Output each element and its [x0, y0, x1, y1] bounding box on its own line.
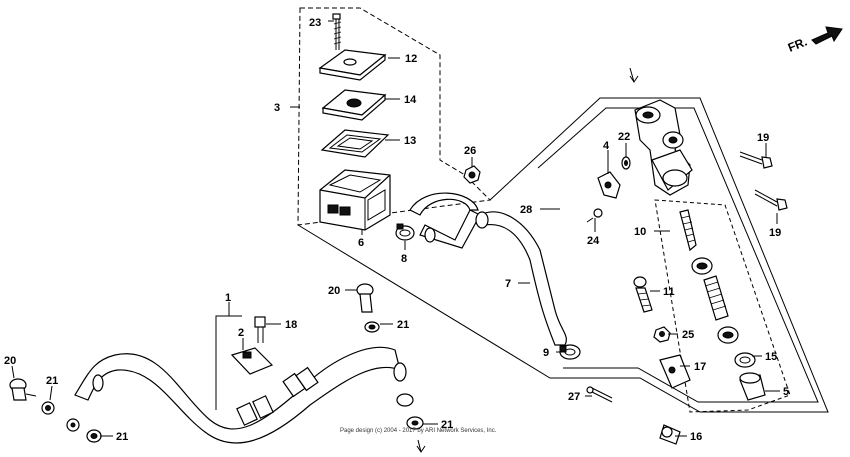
washer-21-c: [86, 429, 102, 443]
reservoir-body-6: [319, 169, 391, 231]
callout-25: 25: [682, 329, 694, 341]
callout-21-a: 21: [397, 319, 409, 331]
callout-17: 17: [694, 361, 706, 373]
callout-20-upper: 20: [328, 285, 340, 297]
diaphragm-plate-14: [321, 89, 387, 121]
washer-22: [621, 156, 631, 170]
boot-15: [734, 352, 756, 368]
callout-20-lower: 20: [4, 355, 16, 367]
bolt-18: [254, 316, 266, 343]
callout-5: 5: [783, 386, 789, 398]
clamp-2: [230, 347, 274, 375]
callout-3: 3: [274, 102, 280, 114]
nut-26: [463, 165, 481, 184]
diaphragm-13: [320, 129, 390, 158]
pin-16: [659, 424, 681, 445]
callout-19-lower: 19: [769, 227, 781, 239]
callout-labels: 23 12 14 13 3 26 6 8 22 4 19 28 24 19 10…: [4, 17, 789, 443]
callout-2: 2: [238, 327, 244, 339]
callout-27: 27: [568, 391, 580, 403]
callout-21-d: 21: [441, 419, 453, 431]
reservoir-hose-7: [409, 192, 567, 346]
callout-28: 28: [520, 204, 532, 216]
push-rod-11: [633, 276, 653, 313]
callout-21-b: 21: [46, 375, 58, 387]
brake-hose-1: [66, 346, 414, 444]
clip-8: [395, 223, 415, 241]
callout-26: 26: [464, 145, 476, 157]
washer-21-b: [41, 401, 55, 415]
master-cylinder-body: [634, 99, 693, 196]
bolt-19-lower: [754, 189, 788, 211]
nut-25: [653, 326, 671, 343]
callout-1: 1: [225, 292, 231, 304]
callout-9: 9: [543, 347, 549, 359]
washer-21-d: [406, 416, 424, 430]
front-direction-arrow: FR.: [786, 26, 843, 55]
bolt-23: [332, 13, 342, 50]
copyright-notice: Page design (c) 2004 - 2017 by ARI Netwo…: [340, 428, 497, 434]
banjo-bolt-20-upper: [356, 283, 374, 313]
callout-15: 15: [765, 351, 777, 363]
cotter-pin-27: [586, 386, 613, 403]
callout-16: 16: [690, 431, 702, 443]
reservoir-cap-12: [318, 49, 387, 81]
callout-11: 11: [663, 286, 675, 298]
bolt-19-upper: [739, 151, 773, 169]
master-cylinder-group-frame: [297, 97, 829, 413]
clip-9: [559, 344, 581, 360]
callout-7: 7: [505, 278, 511, 290]
screw-24: [586, 208, 603, 223]
callout-19-upper: 19: [757, 132, 769, 144]
direction-label: FR.: [786, 35, 809, 55]
callout-13: 13: [404, 135, 416, 147]
callout-24: 24: [587, 235, 600, 247]
cup-5: [739, 372, 766, 401]
callout-14: 14: [404, 94, 417, 106]
callout-8: 8: [401, 253, 407, 265]
callout-10: 10: [634, 226, 646, 238]
bracket-4: [597, 171, 621, 199]
leader-lines: [11, 20, 780, 453]
callout-23: 23: [309, 17, 321, 29]
callout-18: 18: [285, 319, 297, 331]
piston-kit-10: [679, 209, 739, 344]
joint-17: [659, 354, 691, 389]
washer-21-a: [364, 321, 380, 333]
callout-6: 6: [358, 237, 364, 249]
callout-22: 22: [618, 131, 630, 143]
banjo-bolt-20-lower: [9, 378, 37, 401]
callout-4: 4: [603, 140, 610, 152]
callout-12: 12: [405, 53, 417, 65]
callout-21-c: 21: [116, 431, 128, 443]
